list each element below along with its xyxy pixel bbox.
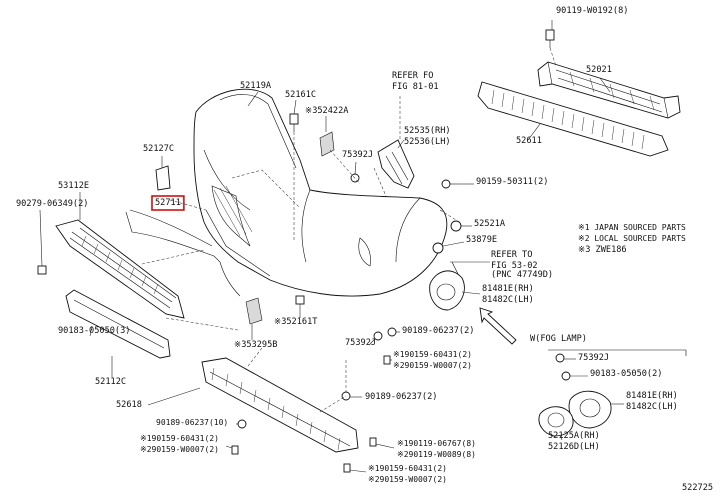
- bolt-90119-w0192[interactable]: [545, 29, 555, 48]
- label-p90183-05050-b[interactable]: 90183-05050(2): [590, 369, 662, 379]
- bolt-190159-60431-c[interactable]: [343, 463, 351, 473]
- bolt-190159-60431-a[interactable]: [383, 355, 391, 365]
- label-p81481e[interactable]: 81481E(RH): [482, 284, 534, 294]
- label-p290159-w0007-c[interactable]: ※290159-W0007(2): [368, 475, 447, 484]
- label-p290119-w0089[interactable]: ※290119-W0089(8): [397, 450, 476, 459]
- screw-90183-05050-b[interactable]: [561, 371, 571, 381]
- nut-53879e[interactable]: [432, 242, 444, 254]
- label-p353295b[interactable]: ※353295B: [234, 340, 277, 350]
- bracket-352161t[interactable]: [295, 295, 305, 305]
- callout-labels: 90119-W0192(8) 52021 52611 52119A 52161C ※352…: [16, 6, 713, 493]
- label-p90279-06349[interactable]: 90279-06349(2): [16, 199, 88, 209]
- label-p52618[interactable]: 52618: [116, 400, 142, 410]
- fog-lamp-bezel-52125a[interactable]: [538, 406, 574, 437]
- label-fig-81-01[interactable]: FIG 81-01: [392, 82, 439, 92]
- label-p52127c[interactable]: 52127C: [143, 144, 174, 154]
- label-p52611[interactable]: 52611: [516, 136, 542, 146]
- label-p52021[interactable]: 52021: [586, 65, 612, 75]
- label-p352422a[interactable]: ※352422A: [305, 106, 349, 116]
- screw-90159-50311[interactable]: [441, 179, 458, 189]
- direction-arrow: [479, 307, 517, 345]
- label-p352161t[interactable]: ※352161T: [274, 317, 317, 327]
- label-p52161c[interactable]: 52161C: [285, 90, 316, 100]
- label-p52112c[interactable]: 52112C: [95, 377, 126, 387]
- energy-absorber-52611[interactable]: [477, 81, 669, 157]
- label-p53112e[interactable]: 53112E: [58, 181, 89, 191]
- label-p53879e[interactable]: 53879E: [466, 235, 497, 245]
- label-fig-53-02[interactable]: FIG 53-02: [491, 261, 538, 271]
- clip-52161c[interactable]: [289, 113, 299, 132]
- label-p290159-w0007-a[interactable]: ※290159-W0007(2): [393, 361, 472, 370]
- label-refer-fo[interactable]: REFER FO: [392, 71, 433, 81]
- label-p81482c-a[interactable]: 81482C(LH): [482, 295, 534, 305]
- label-p52711[interactable]: 52711: [155, 198, 181, 208]
- front-bumper-cover-52119a[interactable]: [193, 88, 448, 297]
- bracket-52127c[interactable]: [155, 165, 171, 191]
- label-p52535[interactable]: 52535(RH): [404, 126, 451, 136]
- label-p190159-60431-b[interactable]: ※190159-60431(2): [140, 434, 219, 443]
- label-p52125a[interactable]: 52125A(RH): [548, 431, 600, 441]
- label-p52126d[interactable]: 52126D(LH): [548, 442, 600, 452]
- label-p52119a[interactable]: 52119A: [240, 81, 272, 91]
- label-note3[interactable]: ※3 ZWE186: [578, 245, 627, 255]
- label-p52521a[interactable]: 52521A: [474, 219, 506, 229]
- label-wfog[interactable]: W(FOG LAMP): [530, 334, 587, 344]
- clip-75392j-fog[interactable]: [555, 353, 565, 363]
- selected-part-highlight: [151, 195, 185, 211]
- label-p90159-50311[interactable]: 90159-50311(2): [476, 177, 548, 187]
- label-p81482c-b[interactable]: 81482C(LH): [626, 402, 678, 412]
- clip-75392j-mid[interactable]: [373, 331, 383, 341]
- label-p75392j-c[interactable]: 75392J: [578, 353, 609, 363]
- label-p190119-06767[interactable]: ※190119-06767(8): [397, 439, 476, 448]
- label-p75392j-b[interactable]: 75392J: [345, 338, 376, 348]
- bolt-190119-06767[interactable]: [369, 437, 377, 447]
- fog-lamp-cover-81481e-81482c[interactable]: [429, 261, 465, 311]
- clip-52521a[interactable]: [450, 220, 462, 232]
- fog-lamp-bracket: [548, 349, 687, 356]
- label-p75392j-a[interactable]: 75392J: [342, 150, 373, 160]
- label-p90189-06237-c[interactable]: 90189-06237(10): [156, 418, 228, 427]
- nut-90189-06237-a[interactable]: [387, 327, 397, 337]
- bumper-moulding-52711[interactable]: [125, 209, 241, 297]
- label-p190159-60431-a[interactable]: ※190159-60431(2): [393, 350, 472, 359]
- label-refer-to[interactable]: REFER TO: [491, 250, 532, 260]
- bumper-reinforcement-52021[interactable]: [537, 61, 681, 119]
- label-note2[interactable]: ※2 LOCAL SOURCED PARTS: [578, 234, 686, 243]
- label-p90189-06237-a[interactable]: 90189-06237(2): [402, 326, 474, 336]
- lower-grille-53112e[interactable]: [55, 219, 185, 319]
- fog-lamp-cover-81481e-b[interactable]: [568, 390, 612, 429]
- label-p290159-w0007-b[interactable]: ※290159-W0007(2): [140, 445, 219, 454]
- nut-90189-06237-c[interactable]: [237, 419, 247, 429]
- bracket-352422a[interactable]: [319, 131, 335, 157]
- label-pnc-47749d[interactable]: (PNC 47749D): [491, 270, 553, 280]
- side-retainer-52535-52536[interactable]: [377, 139, 415, 189]
- label-p90119-w0192[interactable]: 90119-W0192(8): [556, 6, 628, 16]
- label-p90183-05050-a[interactable]: 90183-05050(3): [58, 326, 130, 336]
- label-p190159-60431-c[interactable]: ※190159-60431(2): [368, 464, 447, 473]
- bolt-190159-60431-b[interactable]: [231, 445, 239, 455]
- label-note1[interactable]: ※1 JAPAN SOURCED PARTS: [578, 223, 686, 232]
- bracket-353295b[interactable]: [245, 297, 263, 325]
- lower-moulding-52112c[interactable]: [65, 289, 171, 359]
- label-p81481e-b[interactable]: 81481E(RH): [626, 391, 678, 401]
- clip-90279-06349[interactable]: [37, 265, 47, 275]
- label-p52536[interactable]: 52536(LH): [404, 137, 451, 147]
- lower-absorber-52618[interactable]: [201, 357, 359, 453]
- label-p90189-06237-b[interactable]: 90189-06237(2): [365, 392, 437, 402]
- label-fig-number[interactable]: 522725: [682, 483, 713, 493]
